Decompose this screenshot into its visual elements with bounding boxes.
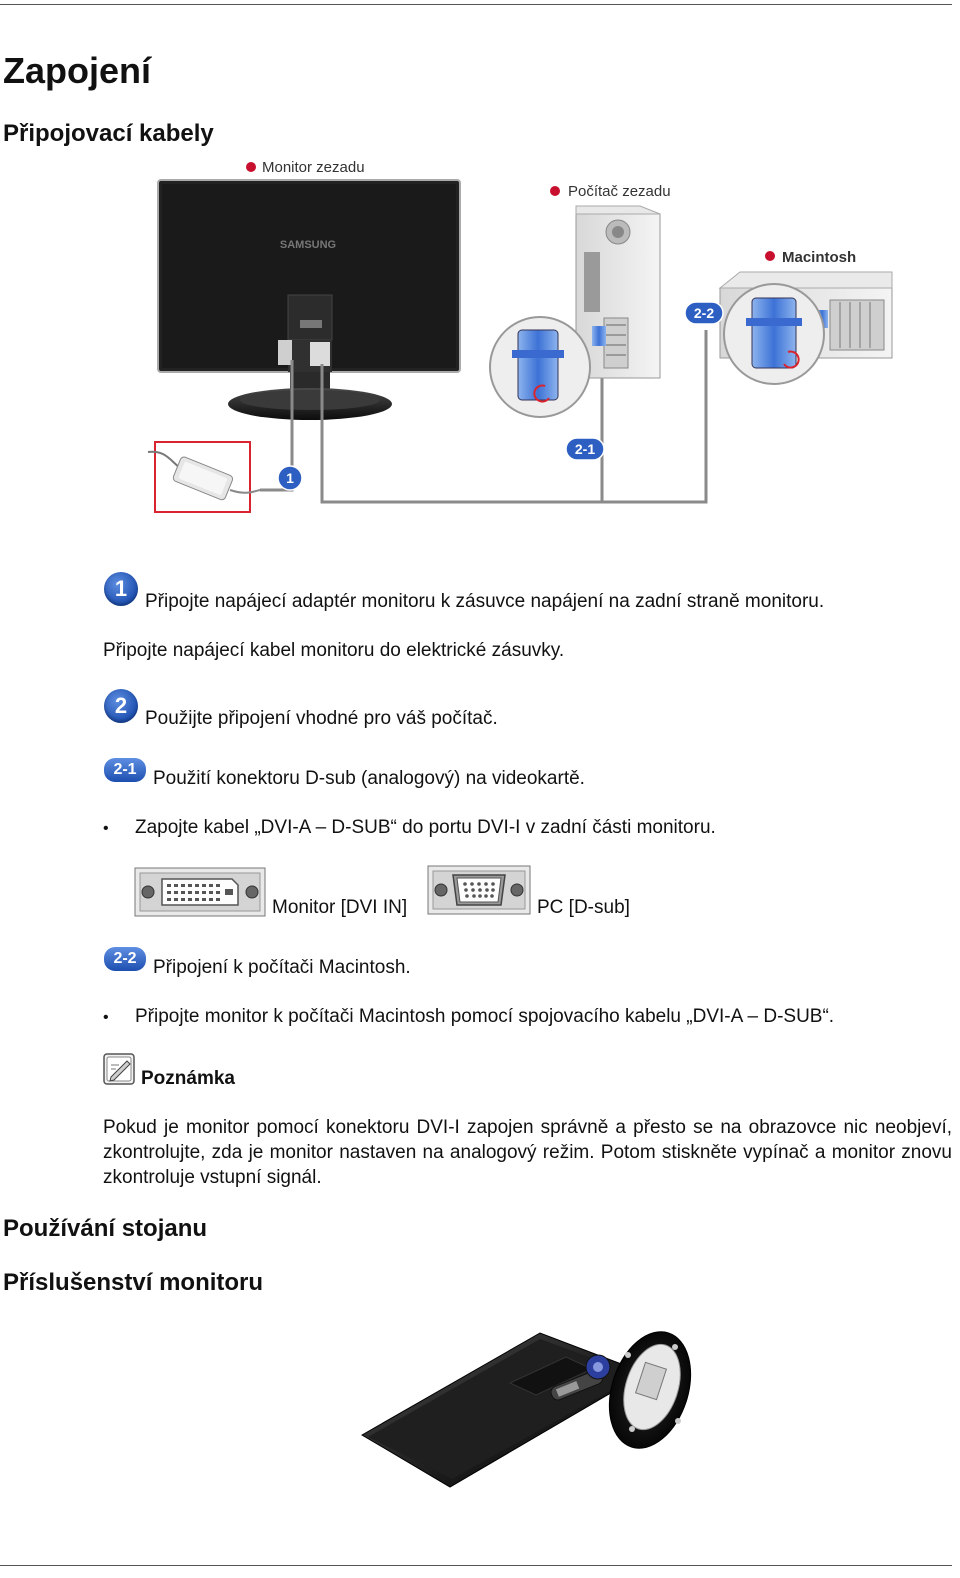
note-body: Pokud je monitor pomocí konektoru DVI-I … bbox=[103, 1117, 952, 1188]
section-heading-cables: Připojovací kabely bbox=[3, 120, 214, 147]
mac-connector-zoom bbox=[723, 283, 825, 385]
step22-bullet-text: Připojte monitor k počítači Macintosh po… bbox=[135, 1006, 835, 1027]
power-adapter-highlight bbox=[154, 441, 251, 513]
top-rule bbox=[0, 4, 952, 5]
step1-badge: 1 bbox=[104, 572, 138, 606]
note-icon bbox=[103, 1053, 135, 1085]
diagram-badge-1 bbox=[277, 465, 303, 491]
marker-dot-pc bbox=[550, 186, 560, 196]
note-title: Poznámka bbox=[141, 1068, 235, 1089]
label-monitor-back: Monitor zezadu bbox=[262, 159, 365, 176]
pc-tower bbox=[575, 205, 661, 379]
port-monitor-label: Monitor [DVI IN] bbox=[272, 897, 408, 918]
step1-subtext: Připojte napájecí kabel monitoru do elek… bbox=[103, 640, 565, 661]
step21-text: Použití konektoru D-sub (analogový) na v… bbox=[153, 768, 585, 789]
port-pc-label: PC [D-sub] bbox=[537, 897, 630, 918]
section-heading-stand: Používání stojanu bbox=[3, 1215, 208, 1242]
video-cable bbox=[320, 330, 708, 504]
marker-dot-mac bbox=[765, 251, 775, 261]
step21-badge: 2-1 bbox=[104, 758, 146, 782]
step22-badge: 2-2 bbox=[104, 947, 146, 971]
step2-text: Použijte připojení vhodné pro váš počíta… bbox=[145, 708, 498, 729]
label-pc-back: Počítač zezadu bbox=[568, 183, 671, 200]
dsub-port-icon bbox=[427, 865, 531, 915]
diagram-badge-2-1 bbox=[565, 437, 605, 461]
marker-dot-monitor bbox=[246, 162, 256, 172]
step22-text: Připojení k počítači Macintosh. bbox=[153, 957, 411, 978]
bottom-rule bbox=[0, 1565, 952, 1566]
diagram-badge-2-2-text: 2-2 bbox=[694, 305, 714, 321]
label-mac: Macintosh bbox=[782, 249, 856, 266]
diagram-badge-2-1-text: 2-1 bbox=[575, 441, 595, 457]
brand-logo: SAMSUNG bbox=[280, 239, 336, 251]
bullet-marker: • bbox=[103, 820, 109, 837]
monitor-stand-illustration bbox=[361, 1331, 692, 1488]
diagram-badge-1-text: 1 bbox=[286, 470, 294, 486]
step2-badge: 2 bbox=[104, 689, 138, 723]
power-adapter bbox=[172, 456, 234, 501]
section-heading-accessories: Příslušenství monitoru bbox=[3, 1269, 264, 1296]
dvi-port-icon bbox=[134, 867, 266, 917]
monitor-back: SAMSUNG bbox=[157, 179, 461, 420]
page-title: Zapojení bbox=[3, 50, 152, 91]
step21-bullet-text: Zapojte kabel „DVI-A – D-SUB“ do portu D… bbox=[135, 817, 716, 838]
connection-diagram: Monitor zezadu SAMSUNG 1 Počítač zezadu bbox=[147, 159, 893, 513]
bullet-marker: • bbox=[103, 1009, 109, 1026]
diagram-badge-2-2 bbox=[684, 301, 724, 325]
pc-connector-zoom bbox=[489, 316, 591, 418]
step1-text: Připojte napájecí adaptér monitoru k zás… bbox=[145, 591, 825, 612]
